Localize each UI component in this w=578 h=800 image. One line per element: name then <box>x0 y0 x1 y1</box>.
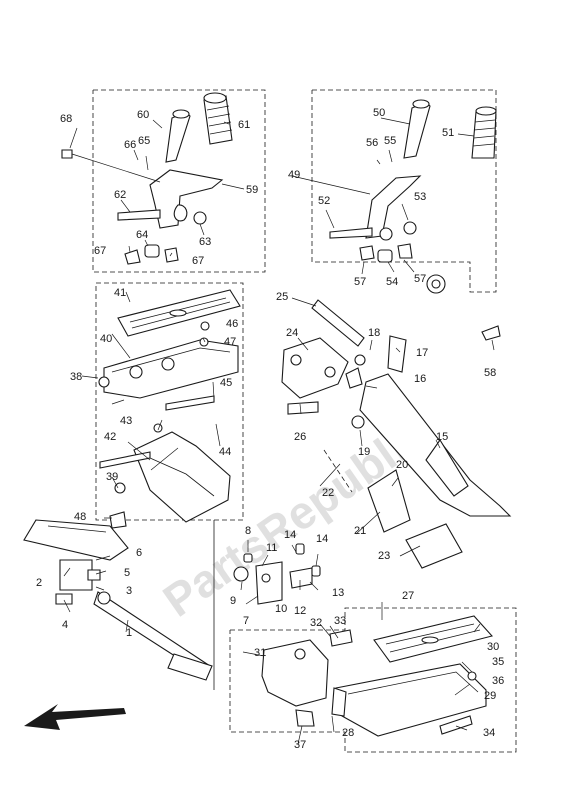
rider-footboard-lower <box>335 615 494 737</box>
callout-41: 41 <box>114 287 126 299</box>
callout-15: 15 <box>436 431 448 443</box>
callout-29: 29 <box>484 690 496 702</box>
shift-linkage-parts <box>233 543 321 605</box>
callout-53: 53 <box>414 191 426 203</box>
leader-lines <box>63 117 495 745</box>
callout-2: 2 <box>36 577 42 589</box>
callout-52: 52 <box>318 195 330 207</box>
group-frame-38 <box>95 282 244 521</box>
callout-1: 1 <box>126 627 132 639</box>
callout-14a: 14 <box>284 529 296 541</box>
callout-11: 11 <box>266 542 277 554</box>
callout-46: 46 <box>226 318 238 330</box>
callout-67b: 67 <box>192 255 204 267</box>
callout-54: 54 <box>386 276 398 288</box>
callout-4: 4 <box>62 619 68 631</box>
rider-footboard-upper <box>98 289 241 411</box>
callout-55: 55 <box>384 135 396 147</box>
callout-65: 65 <box>138 135 150 147</box>
callout-16: 16 <box>414 373 426 385</box>
callout-60: 60 <box>137 109 149 121</box>
callout-58: 58 <box>484 367 496 379</box>
side-stand-assembly <box>311 299 512 517</box>
callout-3: 3 <box>126 585 132 597</box>
callout-61: 61 <box>238 119 250 131</box>
callout-40: 40 <box>100 333 112 345</box>
callout-43: 43 <box>120 415 132 427</box>
callout-labels: 1 2 3 4 5 6 7 8 9 10 11 12 13 14 14 15 1… <box>36 107 504 751</box>
group-frame-49 <box>311 89 497 293</box>
callout-18: 18 <box>368 327 380 339</box>
callout-34: 34 <box>483 727 495 739</box>
callout-59: 59 <box>246 184 258 196</box>
brake-pedal-assembly <box>23 519 215 690</box>
callout-44: 44 <box>219 446 231 458</box>
callout-28: 28 <box>342 727 354 739</box>
callout-7: 7 <box>243 615 249 627</box>
callout-30: 30 <box>487 641 499 653</box>
footboard-bracket-lower <box>261 629 353 727</box>
callout-13: 13 <box>332 587 344 599</box>
callout-68: 68 <box>60 113 72 125</box>
callout-25: 25 <box>276 291 288 303</box>
stand-spring-parts <box>323 449 463 569</box>
callout-57b: 57 <box>414 273 426 285</box>
callout-36: 36 <box>492 675 504 687</box>
callout-24: 24 <box>286 327 298 339</box>
bolt-58 <box>481 325 501 341</box>
callout-26: 26 <box>294 431 306 443</box>
callout-45: 45 <box>220 377 232 389</box>
callout-35: 35 <box>492 656 504 668</box>
callout-23: 23 <box>378 550 390 562</box>
callout-38: 38 <box>70 371 82 383</box>
callout-20: 20 <box>396 459 408 471</box>
callout-67a: 67 <box>94 245 106 257</box>
callout-21: 21 <box>354 525 366 537</box>
callout-63: 63 <box>199 236 211 248</box>
rider-footrest-bracket <box>99 423 231 529</box>
callout-42: 42 <box>104 431 116 443</box>
passenger-footrest-right <box>329 99 497 263</box>
callout-66: 66 <box>124 139 136 151</box>
callout-17: 17 <box>416 347 428 359</box>
callout-10: 10 <box>275 603 287 615</box>
callout-6: 6 <box>136 547 142 559</box>
callout-32: 32 <box>310 617 322 629</box>
callout-50: 50 <box>373 107 385 119</box>
callout-57a: 57 <box>354 276 366 288</box>
callout-47: 47 <box>224 336 236 348</box>
callout-51: 51 <box>442 127 454 139</box>
side-stand-bracket <box>281 337 349 415</box>
callout-9: 9 <box>230 595 236 607</box>
callout-39: 39 <box>106 471 118 483</box>
callout-19: 19 <box>358 446 370 458</box>
front-arrow-icon <box>24 704 126 730</box>
callout-33: 33 <box>334 615 346 627</box>
callout-22: 22 <box>322 487 334 499</box>
callout-37: 37 <box>294 739 306 751</box>
callout-49: 49 <box>288 169 300 181</box>
callout-62: 62 <box>114 189 126 201</box>
callout-27: 27 <box>402 590 414 602</box>
passenger-footrest-left <box>61 92 233 265</box>
callout-31: 31 <box>254 647 266 659</box>
callout-48: 48 <box>74 511 86 523</box>
group-frame-27 <box>229 607 517 753</box>
gear-icon <box>426 274 446 294</box>
callout-56: 56 <box>366 137 378 149</box>
callout-64: 64 <box>136 229 148 241</box>
group-frame-59 <box>92 89 266 273</box>
callout-14b: 14 <box>316 533 328 545</box>
callout-5: 5 <box>124 567 130 579</box>
callout-8: 8 <box>245 525 251 537</box>
callout-12: 12 <box>294 605 306 617</box>
